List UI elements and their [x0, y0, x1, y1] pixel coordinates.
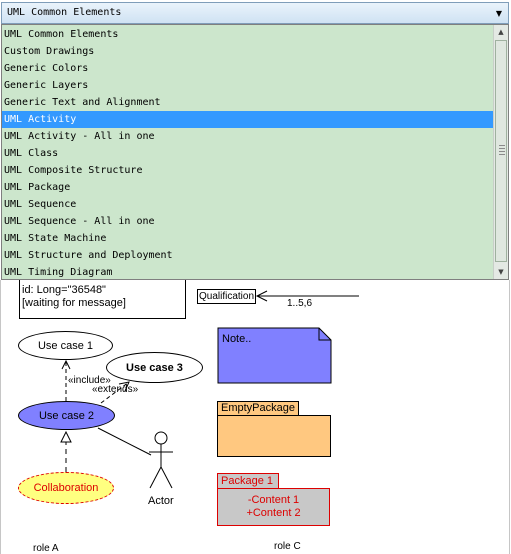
dropdown-item[interactable]: UML Package: [4, 182, 71, 193]
connector-layer: [60, 290, 359, 489]
dropdown-item[interactable]: Custom Drawings: [4, 46, 95, 57]
include-label: «include»: [68, 375, 111, 386]
scroll-up-icon[interactable]: ▲: [498, 28, 504, 36]
scrollbar-thumb[interactable]: [495, 40, 507, 262]
actor-icon[interactable]: [149, 431, 173, 489]
qualification-box[interactable]: Qualification: [197, 289, 256, 304]
message-box[interactable]: id: Long="36548" [waiting for message]: [19, 280, 186, 319]
dropdown-item[interactable]: UML Class: [4, 148, 59, 159]
extends-label: «extends»: [92, 384, 139, 395]
association-arrowhead-icon: [255, 290, 268, 302]
role-c-label: role C: [274, 541, 301, 552]
message-id-text: id: Long="36548": [22, 284, 106, 296]
dropdown-item[interactable]: Generic Text and Alignment: [4, 97, 161, 108]
dropdown-item[interactable]: Generic Colors: [4, 63, 89, 74]
package-content-1: -Content 1: [247, 494, 300, 506]
extends-dependency-line[interactable]: [100, 381, 130, 404]
use-case-1[interactable]: Use case 1: [18, 331, 113, 360]
package-1-tab[interactable]: Package 1: [217, 473, 279, 489]
dropdown-item[interactable]: UML Sequence - All in one: [4, 216, 155, 227]
scroll-down-icon[interactable]: ▼: [498, 268, 504, 276]
multiplicity-label: 1..5,6: [287, 298, 313, 309]
role-a-label: role A: [33, 543, 59, 554]
dropdown-item[interactable]: UML State Machine: [4, 233, 107, 244]
combo-selected-value: UML Common Elements: [7, 7, 122, 18]
include-arrowhead-icon: [61, 359, 71, 370]
diagram-type-combo[interactable]: UML Common Elements ▼: [1, 2, 509, 24]
diagram-canvas[interactable]: id: Long="36548" [waiting for message] Q…: [0, 280, 510, 554]
message-waiting-text: [waiting for message]: [22, 297, 126, 309]
dropdown-item[interactable]: UML Common Elements: [4, 29, 119, 40]
generalization-triangle-icon: [60, 430, 72, 443]
chevron-down-icon[interactable]: ▼: [495, 8, 503, 18]
actor-label: Actor: [148, 495, 174, 507]
package-content-2: +Content 2: [246, 507, 301, 519]
actor-association-line[interactable]: [97, 427, 152, 456]
note-shape[interactable]: [217, 327, 332, 384]
use-case-2[interactable]: Use case 2: [18, 401, 115, 430]
dropdown-item[interactable]: Generic Layers: [4, 80, 89, 91]
dropdown-item[interactable]: UML Timing Diagram: [4, 267, 113, 278]
extends-arrowhead-icon: [118, 381, 130, 392]
package-1-body[interactable]: -Content 1 +Content 2: [217, 488, 330, 526]
scrollbar-grip-icon: [499, 145, 505, 157]
empty-package-tab[interactable]: EmptyPackage: [217, 401, 299, 416]
dropdown-item[interactable]: UML Activity - All in one: [4, 131, 155, 142]
dropdown-item[interactable]: UML Activity: [2, 111, 494, 128]
collaboration[interactable]: Collaboration: [18, 472, 114, 504]
dropdown-item[interactable]: UML Composite Structure: [4, 165, 143, 176]
dropdown-scrollbar[interactable]: ▲ ▼: [493, 25, 508, 279]
note-text: Note..: [222, 333, 252, 345]
empty-package-body[interactable]: [217, 415, 331, 457]
dropdown-item[interactable]: UML Sequence: [4, 199, 77, 210]
dropdown-item[interactable]: UML Structure and Deployment: [4, 250, 173, 261]
use-case-3[interactable]: Use case 3: [106, 352, 203, 383]
